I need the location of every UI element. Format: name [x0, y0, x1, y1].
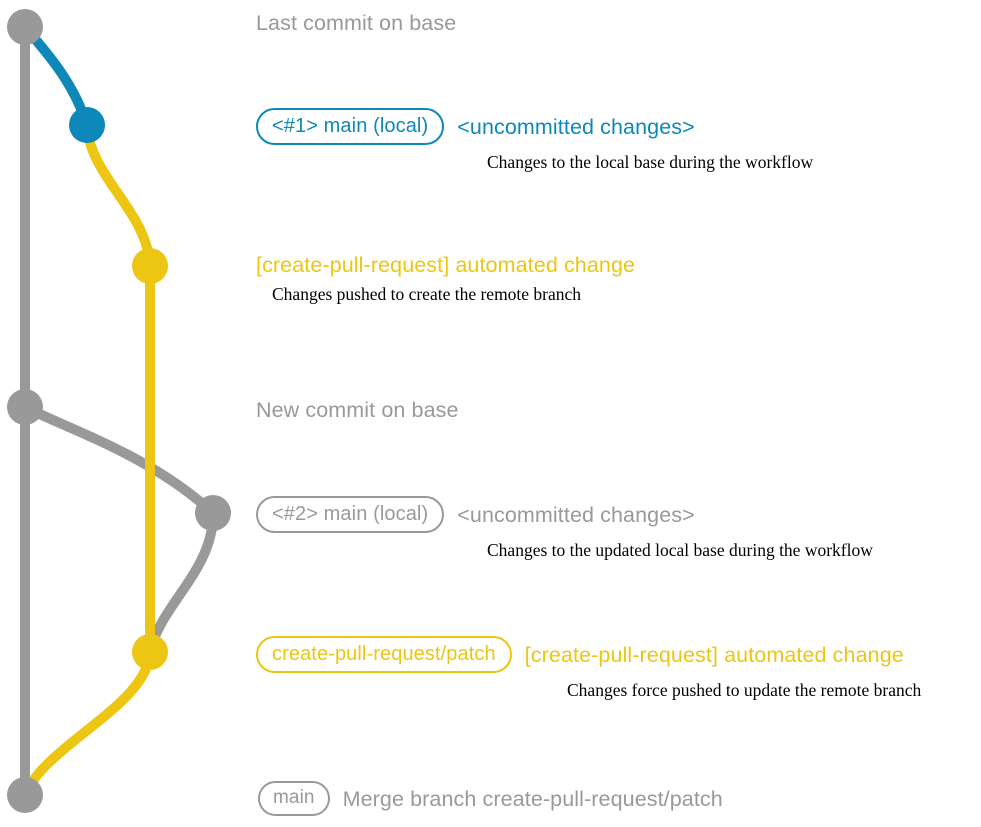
- row-merge: main Merge branch create-pull-request/pat…: [258, 781, 723, 816]
- commit-line: Last commit on base: [256, 11, 456, 35]
- row-local-2: <#2> main (local) <uncommitted changes> Ch…: [256, 496, 873, 560]
- node-remote-2: [132, 634, 168, 670]
- row-last-commit-on-base: Last commit on base: [256, 11, 456, 35]
- row-local-1: <#1> main (local) <uncommitted changes> Ch…: [256, 108, 813, 172]
- row-new-commit-on-base: New commit on base: [256, 398, 459, 422]
- node-local-2: [195, 495, 231, 531]
- ref-pill[interactable]: <#1> main (local): [256, 108, 445, 145]
- commit-subject: <uncommitted changes>: [457, 502, 695, 527]
- commit-line: [create-pull-request] automated change: [256, 253, 635, 277]
- commit-subject: [create-pull-request] automated change: [256, 253, 636, 277]
- commit-subject: New commit on base: [256, 398, 459, 422]
- ref-pill[interactable]: main: [258, 781, 330, 816]
- commit-description: Changes force pushed to update the remot…: [567, 680, 922, 700]
- commit-nodes: [7, 9, 231, 813]
- commit-description: Changes to the updated local base during…: [487, 540, 873, 560]
- edge-base-to-local2: [20, 402, 218, 518]
- node-remote-1: [132, 248, 168, 284]
- commit-line: create-pull-request/patch [create-pull-re…: [256, 636, 921, 673]
- commit-subject: <uncommitted changes>: [457, 114, 695, 139]
- commit-line: New commit on base: [256, 398, 459, 422]
- node-local-1: [69, 107, 105, 143]
- commit-subject: [create-pull-request] automated change: [524, 642, 904, 667]
- ref-pill[interactable]: create-pull-request/patch: [256, 636, 512, 673]
- commit-line: main Merge branch create-pull-request/pat…: [258, 781, 723, 816]
- node-base-merge: [7, 777, 43, 813]
- node-base-last: [7, 9, 43, 45]
- commit-subject: Last commit on base: [256, 11, 457, 35]
- row-remote-2: create-pull-request/patch [create-pull-re…: [256, 636, 921, 700]
- edge-local1-to-remote1: [82, 120, 155, 271]
- commit-line: <#1> main (local) <uncommitted changes>: [256, 108, 813, 145]
- edge-remote2-to-merge: [20, 647, 155, 800]
- commit-description: Changes to the local base during the wor…: [487, 152, 814, 172]
- commit-line: <#2> main (local) <uncommitted changes>: [256, 496, 873, 533]
- commit-description: Changes pushed to create the remote bran…: [272, 284, 582, 304]
- ref-pill[interactable]: <#2> main (local): [256, 496, 445, 533]
- commit-subject: Merge branch create-pull-request/patch: [342, 786, 723, 811]
- node-base-new: [7, 389, 43, 425]
